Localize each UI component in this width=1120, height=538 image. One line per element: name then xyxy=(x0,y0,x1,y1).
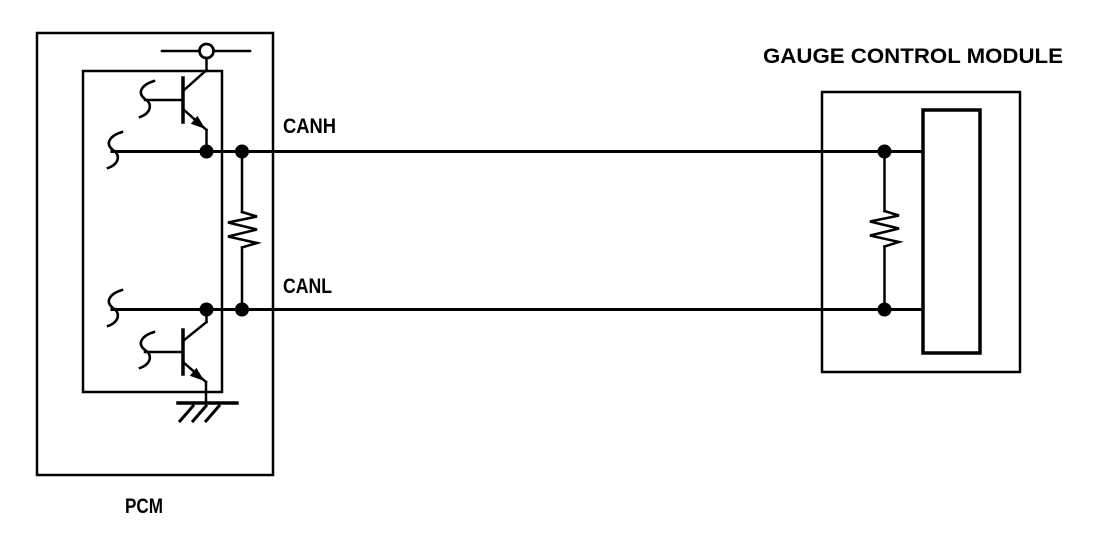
pcm-module xyxy=(35,31,275,477)
canh-wire-label: CANH xyxy=(283,115,336,138)
ground-icon xyxy=(176,401,239,424)
gauge-control-module xyxy=(820,90,1022,374)
junction-dot xyxy=(877,302,892,317)
resistor-icon xyxy=(869,150,904,311)
wire-break-squiggle-icon xyxy=(138,79,156,119)
transistor-low-icon xyxy=(143,308,209,405)
emitter-arrow-icon xyxy=(189,367,205,381)
canl-wire-label: CANL xyxy=(283,275,332,298)
junction-dot xyxy=(877,144,892,159)
resistor-icon xyxy=(227,150,262,311)
pcm-title: PCM xyxy=(125,495,163,518)
power-icon xyxy=(160,42,252,73)
pcm-outer-box xyxy=(35,31,275,477)
can-bus xyxy=(110,150,925,311)
emitter-arrow-icon xyxy=(190,115,206,129)
pcm-inner-box xyxy=(81,69,224,394)
gauge-outer-box xyxy=(820,90,1022,374)
transceiver-block xyxy=(921,108,982,355)
wire-break-squiggle-icon xyxy=(138,330,156,370)
gauge-module-title: GAUGE CONTROL MODULE xyxy=(763,45,1063,68)
